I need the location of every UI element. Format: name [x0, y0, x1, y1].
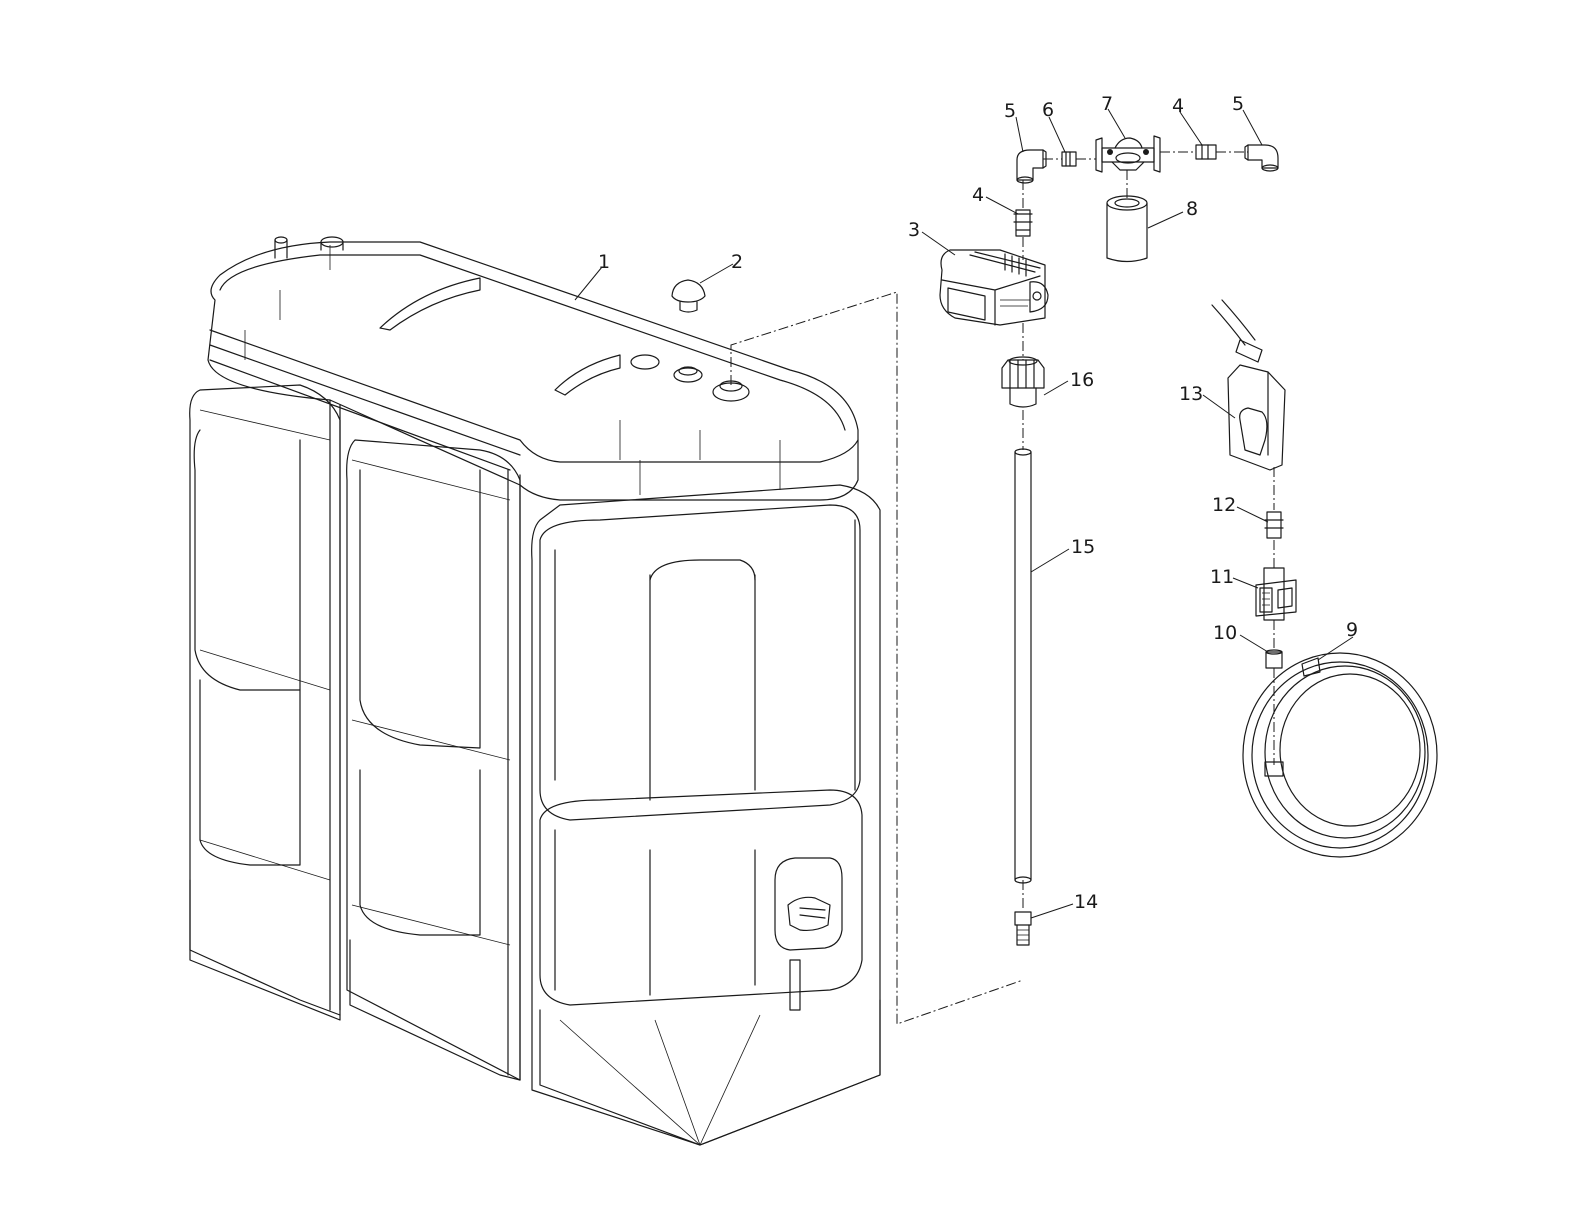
- callout-5-right: 5: [1232, 93, 1244, 115]
- callout-14: 14: [1074, 891, 1098, 913]
- callout-4-vertical: 4: [972, 184, 984, 206]
- callout-8: 8: [1186, 198, 1198, 220]
- adapter-part-hose: [1265, 649, 1283, 669]
- leader-lines: [574, 108, 1354, 919]
- hose-coil-part: [1242, 652, 1438, 858]
- callout-11: 11: [1210, 566, 1234, 588]
- filter-cartridge-part: [1106, 195, 1148, 263]
- callout-15: 15: [1071, 536, 1095, 558]
- callout-10: 10: [1213, 622, 1237, 644]
- callout-7: 7: [1101, 93, 1113, 115]
- callout-12: 12: [1212, 494, 1236, 516]
- callout-3: 3: [908, 219, 920, 241]
- foot-valve-part: [1014, 911, 1032, 946]
- suction-pipe-part: [1014, 448, 1032, 884]
- nipple-part-horizontal: [1195, 144, 1217, 160]
- elbow-part-right: [1244, 144, 1279, 172]
- callout-16: 16: [1070, 369, 1094, 391]
- pump-part: [939, 249, 1049, 326]
- swivel-part: [1264, 511, 1284, 539]
- assembly-lines: [730, 151, 1275, 1025]
- cap-part: [671, 279, 706, 313]
- callout-5-left: 5: [1004, 100, 1016, 122]
- callout-labels: 1 2 3 4 5 6 7 4 5 8 9 10 11 12 13 14 15 …: [598, 93, 1358, 913]
- meter-part: [1255, 567, 1297, 621]
- callout-9: 9: [1346, 619, 1358, 641]
- callout-1: 1: [598, 251, 610, 273]
- nipple-part-vertical: [1013, 209, 1033, 237]
- tank-assembly: [189, 236, 881, 1146]
- suction-fitting-part: [1001, 356, 1045, 408]
- callout-4-horizontal: 4: [1172, 95, 1184, 117]
- callout-13: 13: [1179, 383, 1203, 405]
- elbow-part-left: [1016, 149, 1047, 184]
- callout-2: 2: [731, 251, 743, 273]
- adapter-part: [1061, 151, 1077, 167]
- callout-6: 6: [1042, 99, 1054, 121]
- filter-head-part: [1095, 135, 1161, 173]
- nozzle-part: [1211, 299, 1286, 471]
